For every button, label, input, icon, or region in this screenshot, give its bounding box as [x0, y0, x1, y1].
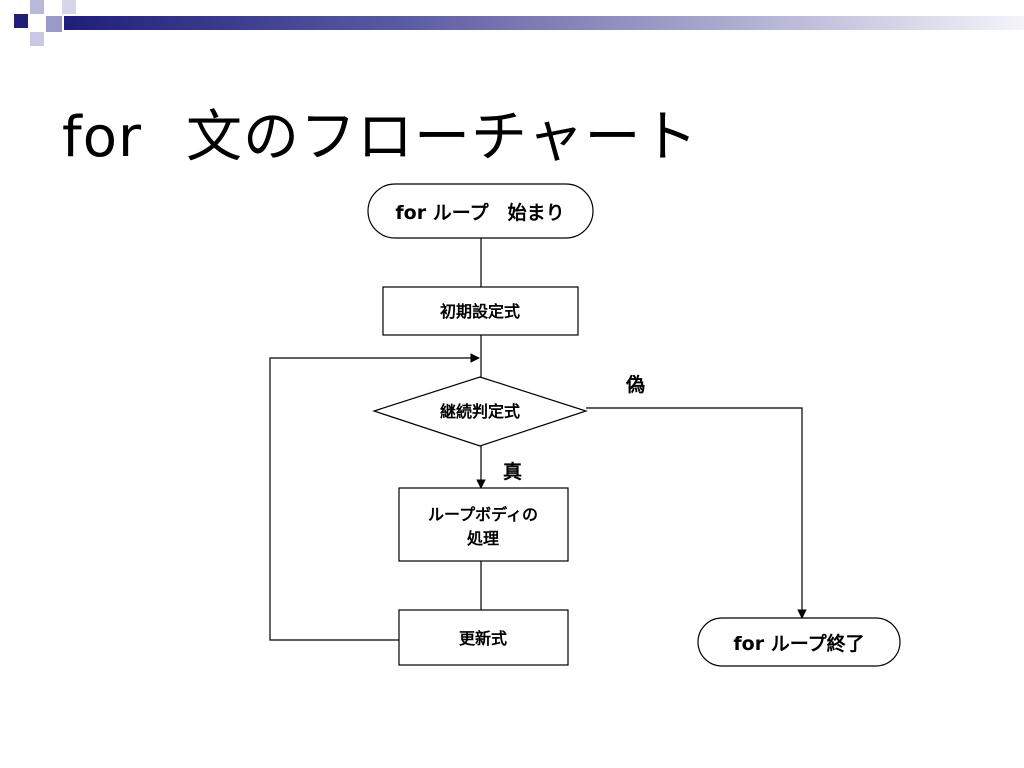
false-branch-label: 偽	[625, 373, 645, 396]
slide-title: for 文のフローチャート	[62, 92, 698, 173]
condition-decision: 継続判定式	[372, 376, 588, 447]
connector-false-to-end	[586, 407, 807, 619]
banner-square-light-1	[30, 0, 44, 14]
update-label: 更新式	[459, 629, 507, 648]
condition-label: 継続判定式	[440, 402, 520, 421]
banner-square-dark	[14, 14, 28, 28]
true-branch-label: 真	[503, 460, 522, 483]
banner-gradient-bar	[64, 16, 1024, 30]
start-label: for ループ 始まり	[395, 201, 564, 224]
start-terminal: for ループ 始まり	[367, 183, 594, 239]
banner-square-light-3	[62, 0, 76, 14]
banner-square-mid	[46, 16, 62, 32]
banner-square-light-2	[30, 32, 44, 46]
end-terminal: for ループ終了	[697, 617, 901, 667]
update-process: 更新式	[398, 609, 569, 666]
init-process: 初期設定式	[382, 286, 579, 336]
slide-title-rest: 文のフローチャート	[186, 105, 699, 170]
init-label: 初期設定式	[440, 302, 520, 321]
loop-body-label-line1: ループボディの	[428, 505, 538, 524]
loop-body-process: ループボディの 処理	[398, 487, 569, 562]
title-banner	[14, 0, 1024, 46]
slide-title-keyword: for	[62, 105, 142, 170]
end-label: for ループ終了	[733, 632, 864, 655]
connector-loop-back	[269, 353, 480, 641]
flow-connectors	[269, 238, 807, 641]
loop-body-label-line2: 処理	[467, 529, 499, 548]
